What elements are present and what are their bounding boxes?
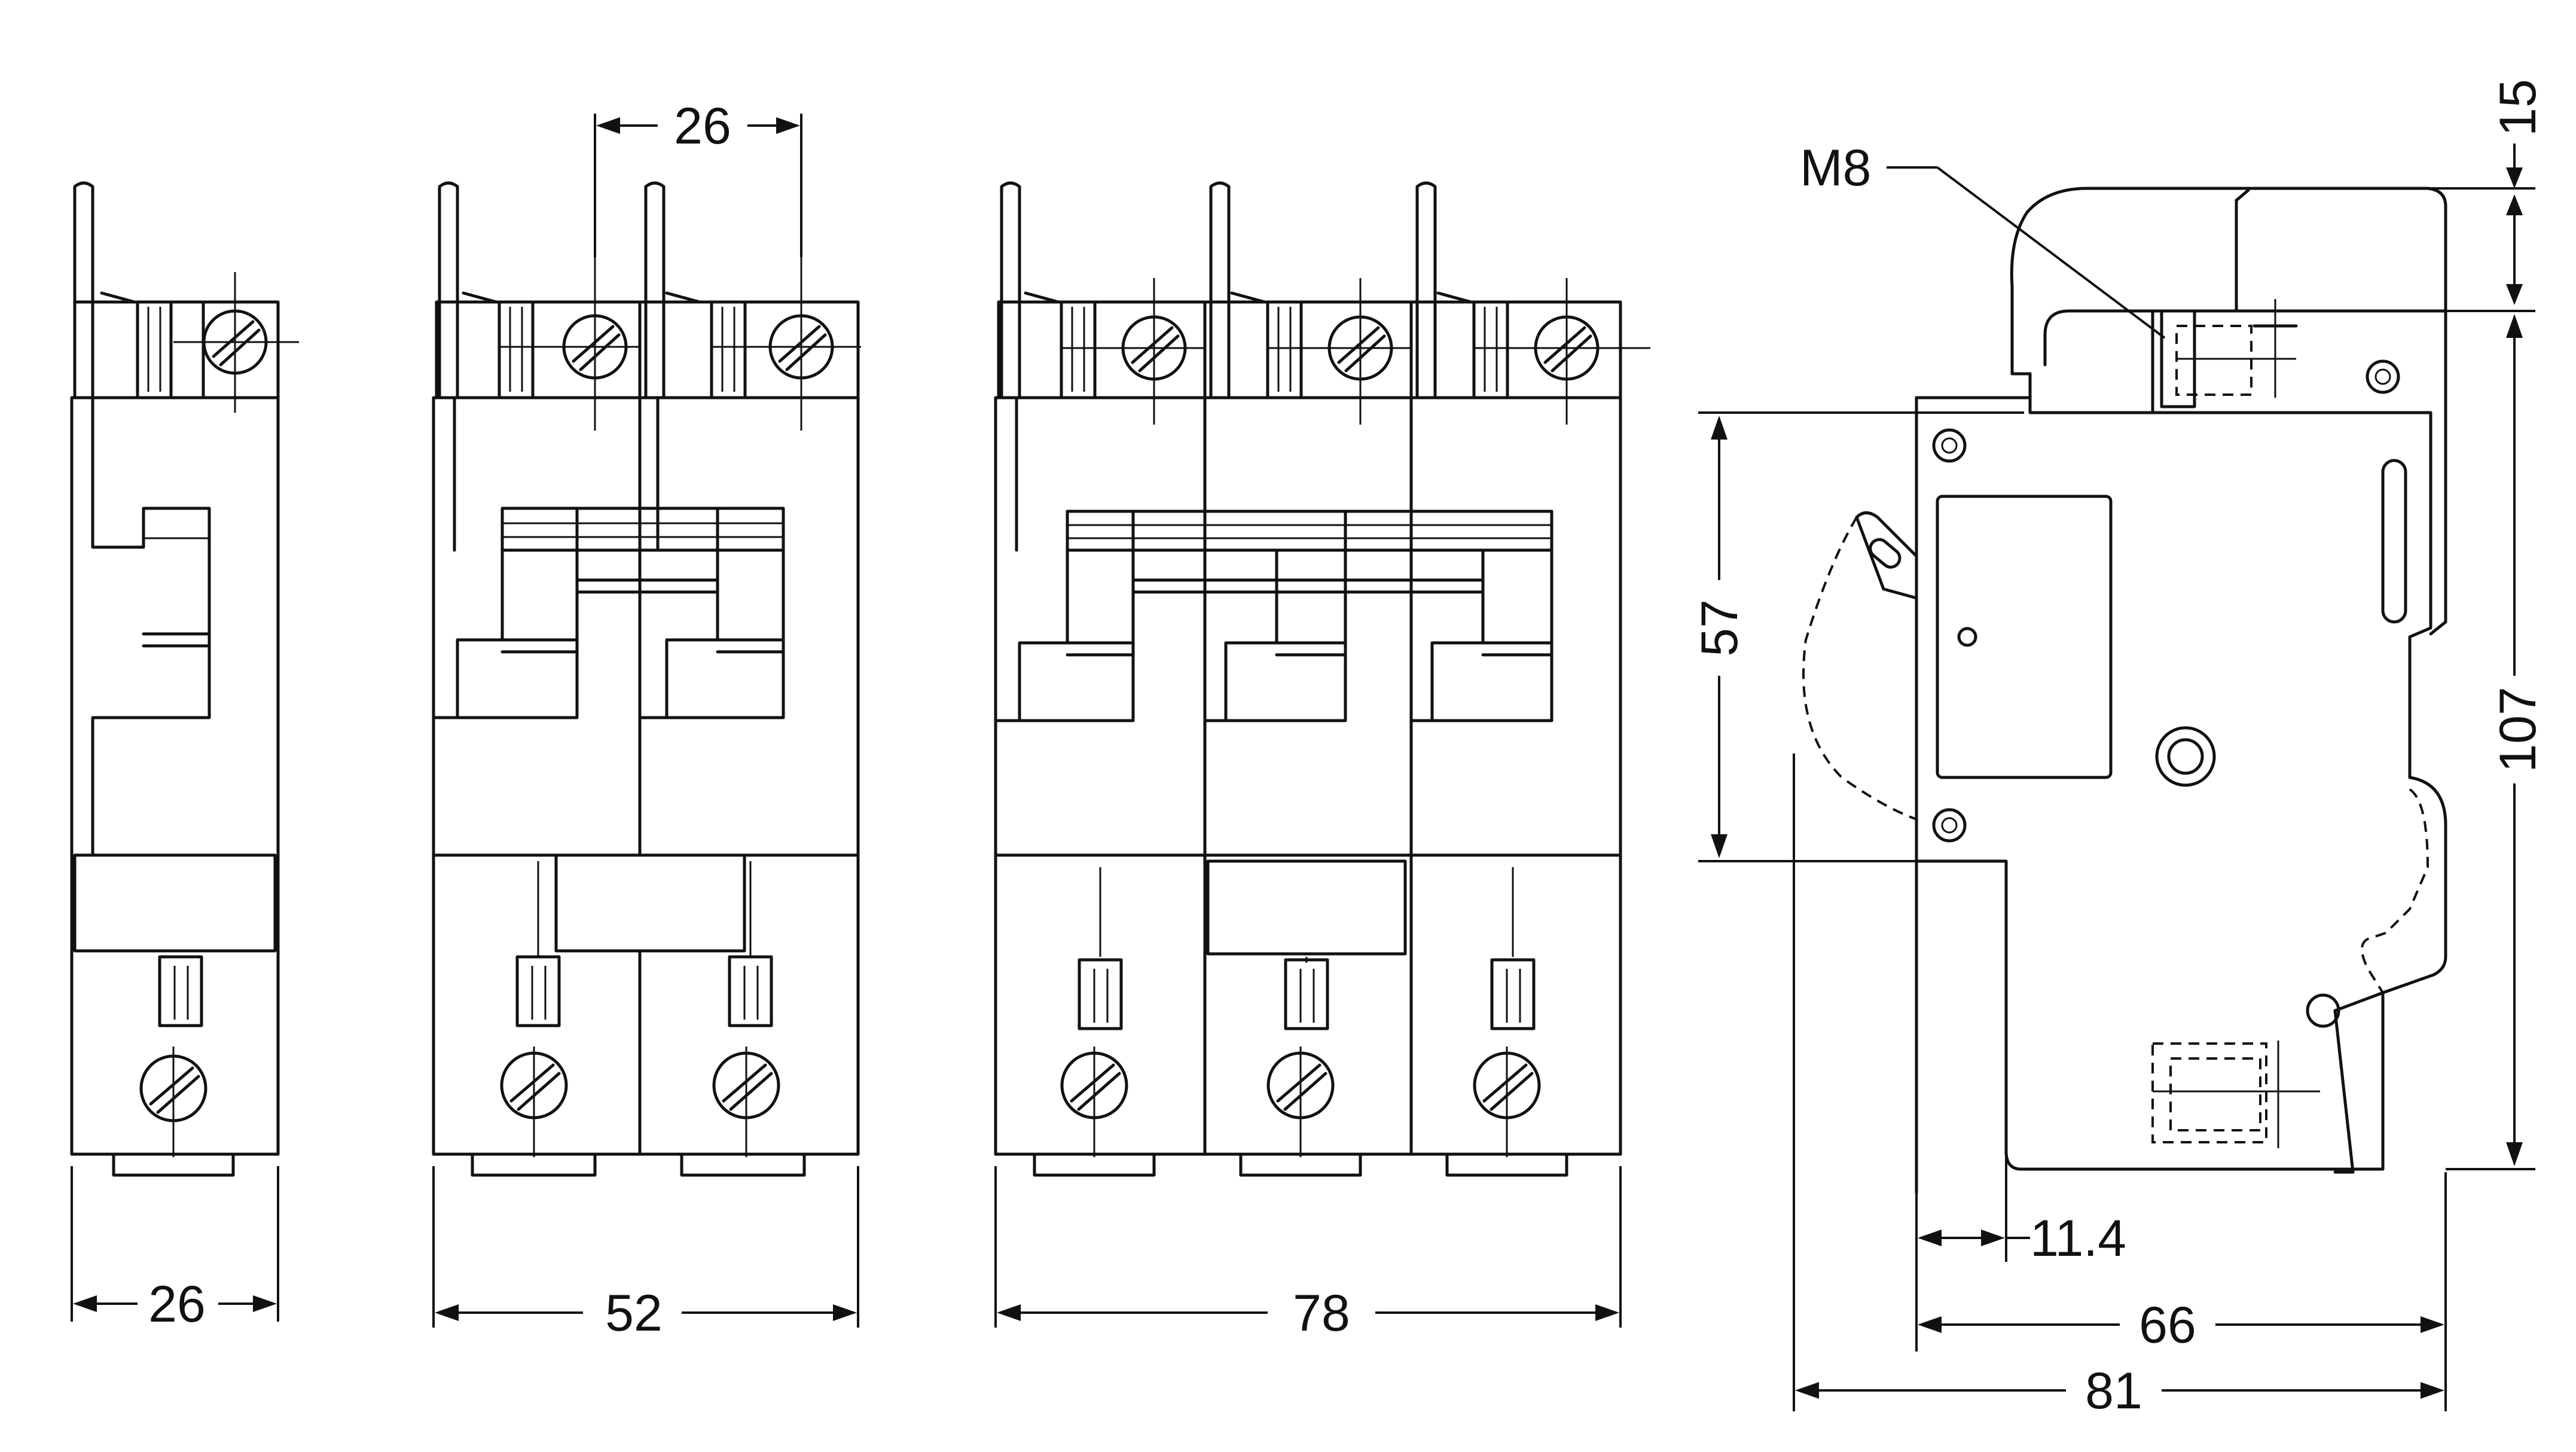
single-pole-front-view xyxy=(70,181,299,1177)
three-pole-front-view xyxy=(994,181,1650,1177)
two-pole-pitch-dimension: 26 xyxy=(594,97,802,257)
two-pole-width-dimension: 52 xyxy=(432,1166,859,1342)
two-pole-front-view xyxy=(432,181,861,1177)
rail-height-label: 57 xyxy=(1691,599,1748,657)
side-view-depth-dimensions: 11.4 66 81 xyxy=(1793,754,2447,1420)
height-label: 107 xyxy=(2489,687,2547,773)
depth-label: 66 xyxy=(2139,1297,2196,1354)
side-view: M8 xyxy=(1800,139,2447,1195)
side-view-rail-dimension: 57 xyxy=(1691,411,2024,862)
two-pole-pitch-label: 26 xyxy=(674,97,731,155)
three-pole-width-label: 78 xyxy=(1293,1285,1350,1342)
three-pole-width-dimension: 78 xyxy=(994,1166,1622,1342)
offset-label: 11.4 xyxy=(2030,1210,2126,1267)
overall-depth-label: 81 xyxy=(2085,1362,2142,1420)
top-height-label: 15 xyxy=(2489,79,2547,136)
side-view-height-dimensions: 15 107 xyxy=(2344,79,2547,1170)
single-pole-width-dimension: 26 xyxy=(71,1166,279,1333)
thread-label: M8 xyxy=(1800,139,1871,197)
single-pole-width-label: 26 xyxy=(148,1276,206,1333)
two-pole-width-label: 52 xyxy=(605,1285,663,1342)
